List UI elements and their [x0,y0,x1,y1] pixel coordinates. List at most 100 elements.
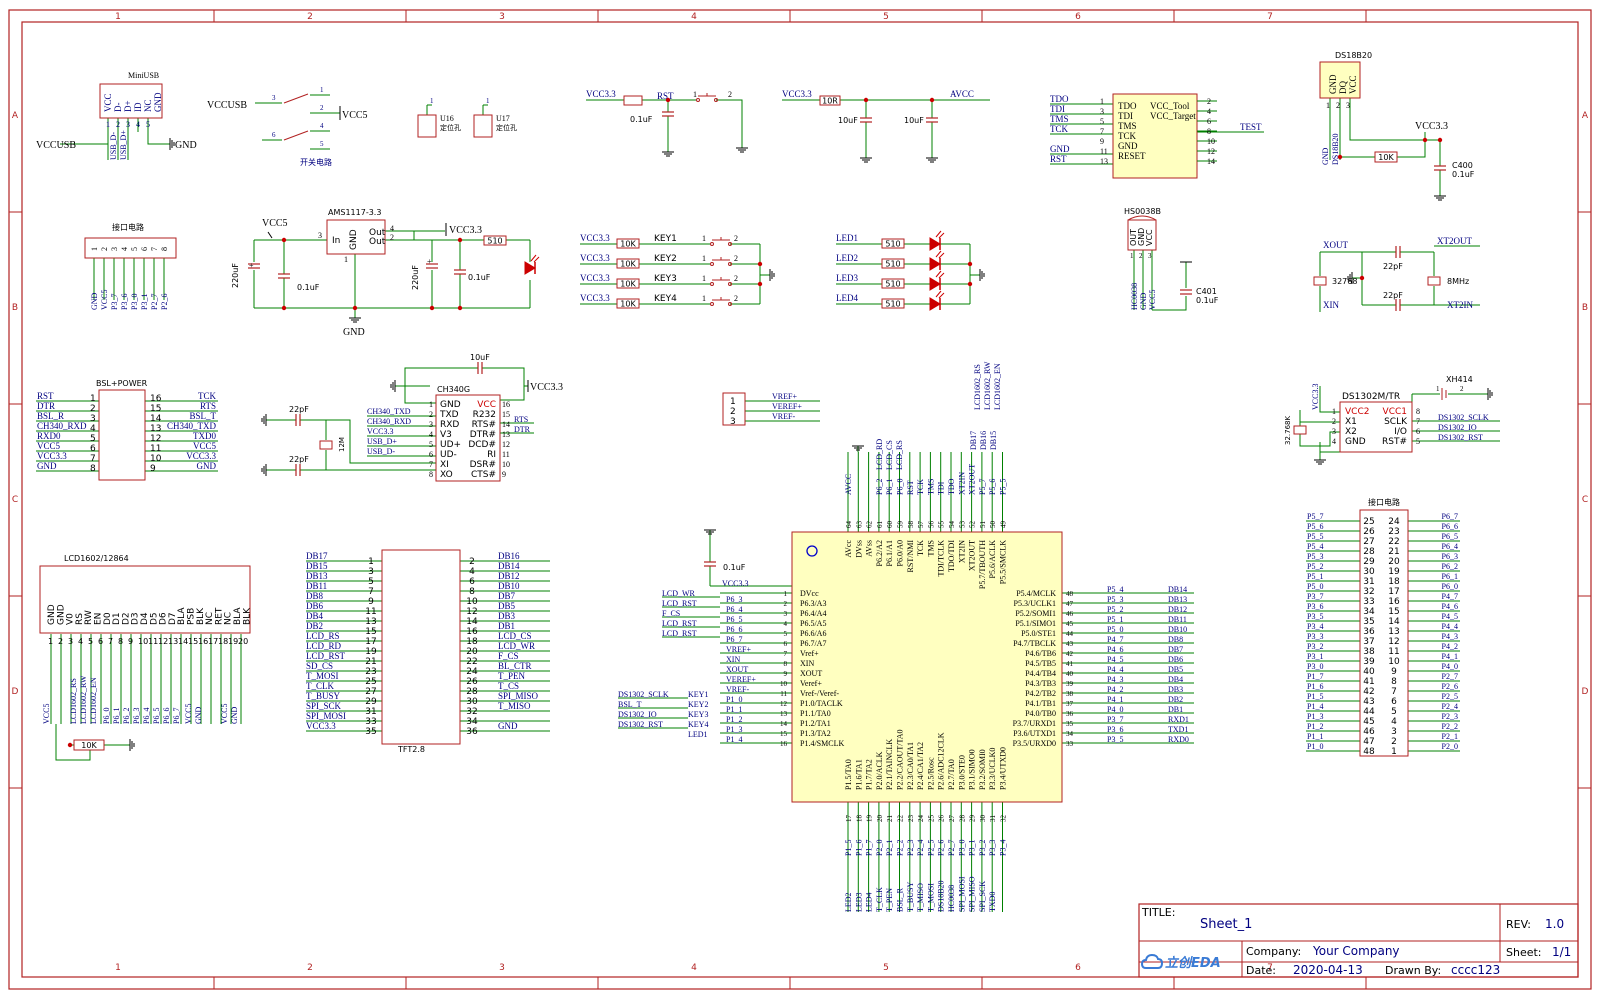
mcu-port: P5_1 [1107,615,1123,624]
lcd-net: GND [230,706,239,724]
resistor [483,235,507,246]
mcu-pin-name: P2.7/TA0 [947,759,956,790]
mcu-port: P5_4 [1107,585,1123,594]
bsl-net: DTR [37,401,55,411]
pin-number: 53 [958,521,966,529]
pin-number: 1 [344,255,348,264]
junction [665,97,671,103]
resistor-value: 510 [885,280,900,289]
net-vcc33: VCC3.3 [1311,384,1320,410]
mcu-net: F_CS [662,609,680,618]
pin-number: 16 [780,740,788,748]
pin-number: 1 [1100,97,1104,106]
header-port: P5_5 [1307,532,1323,541]
ds1302-net: DS1302_IO [1438,423,1477,432]
pin-name: D2 [121,612,131,625]
pin-name: GND [1328,74,1338,94]
mcu-port: P2_6 [937,840,946,856]
pin-number: 11 [502,450,510,459]
pin-number: 14 [1388,617,1400,627]
tft-net: LCD_RD [306,641,342,651]
led-diode [524,254,540,275]
header-port: P2_1 [1442,732,1458,741]
pin-number: 11 [780,690,787,698]
crystal-value: 32.768K [1284,416,1292,445]
tft-net: DB5 [498,601,516,611]
tft-net: GND [498,721,518,731]
mcu-pin-name: P6.0/A0 [896,540,905,566]
capacitor [1395,246,1401,258]
junction [429,305,435,311]
pin-number: 2 [1332,417,1336,426]
mcu-port: TDI [937,481,946,495]
pin-name: VCC_Target [1150,111,1196,121]
pin-number: 33 [1066,740,1074,748]
mcu-pin-name: P2.4/CA1/TA2 [916,742,925,790]
header-port: P1_1 [1307,732,1323,741]
polarity-mark: + [249,261,254,270]
resistor-value: 10K [620,240,636,249]
ground-icon [261,414,267,426]
ground-icon [1487,388,1493,400]
title-value: Sheet_1 [1200,917,1252,932]
component-name: LCD1602/12864 [64,554,129,563]
tft-net: DB1 [498,621,515,631]
lcd-net: VCC5 [42,704,51,724]
mcu-net: DS18B20 [937,880,946,912]
wire [404,386,436,404]
cap-value: 0.1uF [723,563,746,572]
mcu-net: DB15 [989,431,998,450]
pin-number: 2 [1336,101,1340,110]
mcu-port: P1_4 [726,735,742,744]
lcd-net: VCC5 [184,704,193,724]
resistor [616,298,640,309]
mcu-net: DB4 [1168,675,1183,684]
pin-name: I/O [1394,427,1407,437]
mcu-port: P1_1 [726,705,742,714]
mcu-port: P5_0 [1107,625,1123,634]
net-vccusb: VCCUSB [36,140,76,151]
pin-number: 6 [429,450,433,459]
header-port: P1_3 [1307,712,1323,721]
title-label: TITLE: [1141,906,1175,919]
ground-icon [769,269,775,281]
pin-number: 1 [730,397,736,407]
header-port: P6_6 [1442,522,1458,531]
pin-number: 7 [784,650,788,658]
pin-number: 12 [1388,637,1399,647]
net-xt2out: XT2OUT [1437,236,1472,246]
pin-number: 17 [1388,587,1399,597]
mcu-net: DB10 [1168,625,1187,634]
grid-col-label: 3 [499,963,505,973]
wire [1299,431,1340,447]
pin-number: 31 [1363,577,1374,587]
mcu-port: P4_7 [1107,635,1123,644]
capacitor [295,414,301,426]
mcu-net: LCD1602_RS [973,364,982,410]
mcu-port: TMS [926,479,935,495]
pushbutton-switch [696,93,718,102]
pin-name: XI [440,460,449,470]
pin-number: 51 [979,521,987,529]
header-port: P4_0 [1442,662,1458,671]
ground-icon [390,380,396,392]
mcu-net: DB12 [1168,605,1187,614]
pin-name: DQ [1338,81,1348,94]
mcu-net: KEY1 [688,690,708,699]
mcu-pin-name: DVcc [800,589,819,598]
mcu-pin-name: P2.0/ACLK [875,751,884,790]
pin-number: 34 [1066,730,1074,738]
mcu-net: DB2 [1168,695,1183,704]
pin-number: 12 [502,440,510,449]
tft-net: LCD_RST [306,651,346,661]
mcu-pin-name: P1.6/TA1 [854,759,863,790]
resistor-value: 510 [885,300,900,309]
pin-name: RW [84,610,94,625]
pin-number: 36 [1363,627,1375,637]
mcu-pin-name: P2.5/Rosc [926,757,935,790]
pin-number: 11 [1100,147,1108,156]
grid-col-label: 4 [691,12,697,22]
mcu-net: LCD_RST [662,599,697,608]
junction [457,237,463,243]
resistor [616,278,640,289]
